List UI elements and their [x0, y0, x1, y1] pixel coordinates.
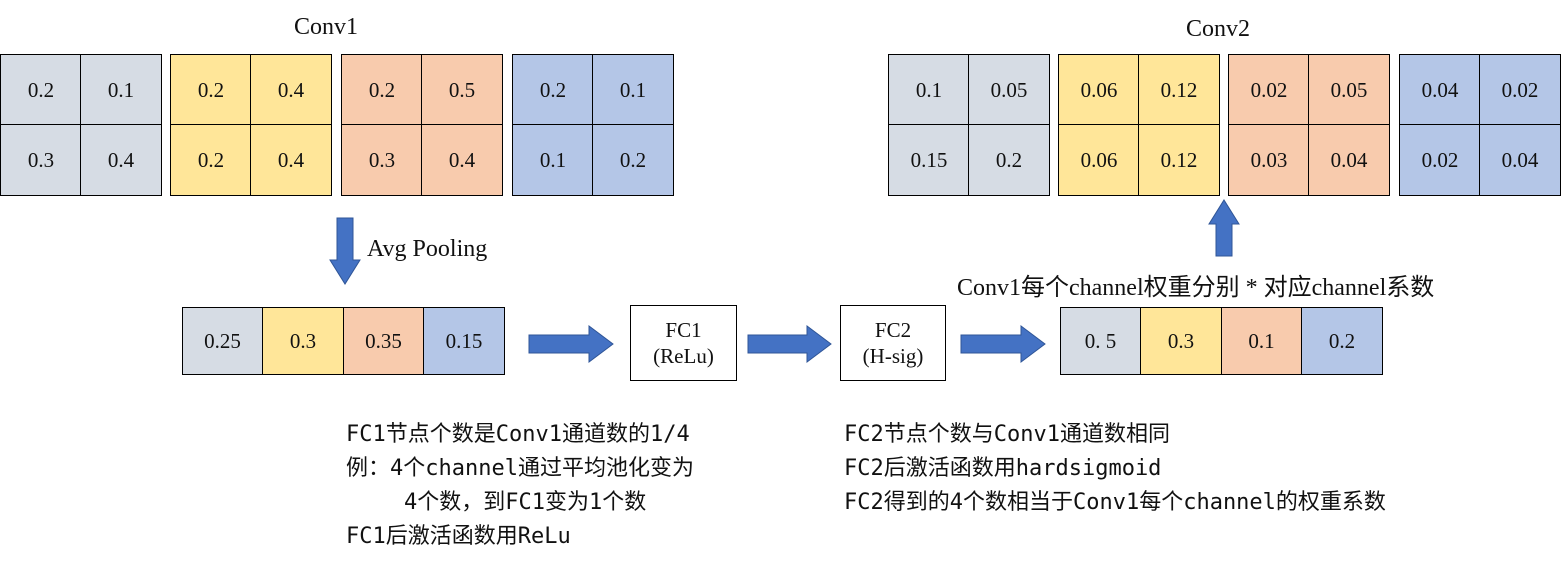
conv1-cell: 0.4	[421, 124, 503, 196]
conv1-cell: 0.1	[592, 54, 674, 126]
pooled-cell: 0.35	[342, 307, 425, 375]
weights-cell: 0. 5	[1059, 307, 1142, 375]
pooled-cell: 0.3	[262, 307, 344, 375]
avg-pooling-label: Avg Pooling	[367, 236, 488, 262]
conv1-cell: 0.2	[0, 54, 82, 126]
conv1-cell: 0.1	[80, 54, 162, 126]
note-line: FC2得到的4个数相当于Conv1每个channel的权重系数	[844, 490, 1386, 515]
fc1-activation: (ReLu)	[653, 344, 714, 368]
conv1-cell: 0.4	[250, 54, 332, 126]
conv2-cell: 0.1	[888, 54, 970, 126]
conv1-cell: 0.4	[80, 124, 162, 196]
pooled-cell: 0.25	[181, 307, 264, 375]
conv2-cell: 0.12	[1138, 124, 1220, 196]
right-arrow-icon	[960, 325, 1046, 363]
conv2-cell: 0.06	[1058, 124, 1140, 196]
conv2-cell: 0.02	[1228, 54, 1310, 126]
conv1-title: Conv1	[294, 14, 359, 40]
conv1-cell: 0.1	[512, 124, 594, 196]
conv1-cell: 0.2	[341, 54, 423, 126]
fc2-label: FC2	[874, 318, 912, 342]
fc1-label: FC1	[665, 318, 702, 342]
conv1-cell: 0.4	[250, 124, 332, 196]
note-line: 例：4个channel通过平均池化变为	[346, 456, 694, 481]
fc1-notes: FC1节点个数是Conv1通道数的1/4 例：4个channel通过平均池化变为…	[346, 418, 694, 554]
conv2-cell: 0.02	[1479, 54, 1561, 126]
weights-cell: 0.1	[1220, 307, 1303, 375]
conv2-cell: 0.04	[1399, 54, 1481, 126]
fc2-activation: (H-sig)	[862, 344, 924, 368]
note-line: FC2节点个数与Conv1通道数相同	[844, 422, 1170, 447]
conv2-cell: 0.06	[1058, 54, 1140, 126]
conv1-cell: 0.3	[0, 124, 82, 196]
conv2-cell: 0.12	[1138, 54, 1220, 126]
conv2-cell: 0.02	[1399, 124, 1481, 196]
weights-cell: 0.3	[1140, 307, 1222, 375]
up-arrow-icon	[1208, 199, 1240, 257]
conv1-cell: 0.2	[170, 124, 252, 196]
conv2-cell: 0.05	[968, 54, 1050, 126]
conv2-cell: 0.04	[1479, 124, 1561, 196]
conv2-cell: 0.2	[968, 124, 1050, 196]
conv2-cell: 0.05	[1308, 54, 1390, 126]
conv1-cell: 0.5	[421, 54, 503, 126]
conv2-cell: 0.04	[1308, 124, 1390, 196]
right-arrow-icon	[528, 325, 614, 363]
note-line: FC1节点个数是Conv1通道数的1/4	[346, 422, 690, 447]
fc1-box: FC1 (ReLu)	[630, 305, 737, 381]
note-line: 4个数，到FC1变为1个数	[404, 490, 647, 515]
conv2-cell: 0.03	[1228, 124, 1310, 196]
conv1-cell: 0.2	[512, 54, 594, 126]
note-line: FC2后激活函数用hardsigmoid	[844, 456, 1162, 481]
pooled-cell: 0.15	[423, 307, 505, 375]
down-arrow-icon	[329, 217, 361, 285]
conv2-cell: 0.15	[888, 124, 970, 196]
conv1-cell: 0.2	[592, 124, 674, 196]
fc2-notes: FC2节点个数与Conv1通道数相同 FC2后激活函数用hardsigmoid …	[844, 418, 1386, 520]
weights-cell: 0.2	[1301, 307, 1383, 375]
conv2-title: Conv2	[1186, 16, 1251, 42]
note-line: FC1后激活函数用ReLu	[346, 524, 571, 549]
conv1-cell: 0.3	[341, 124, 423, 196]
fc2-box: FC2 (H-sig)	[840, 305, 946, 381]
multiply-label: Conv1每个channel权重分别 * 对应channel系数	[957, 275, 1435, 301]
conv1-cell: 0.2	[170, 54, 252, 126]
right-arrow-icon	[747, 325, 832, 363]
